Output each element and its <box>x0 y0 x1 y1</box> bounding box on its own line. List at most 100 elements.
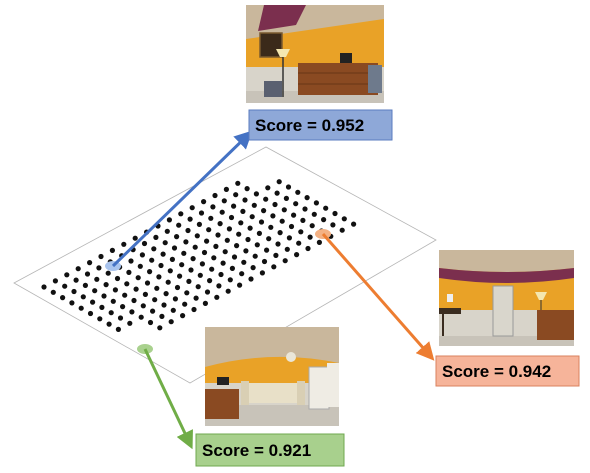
viewpoint-dot <box>211 255 217 261</box>
viewpoint-dot <box>219 209 225 215</box>
viewpoint-dot <box>121 241 127 247</box>
viewpoint-dot <box>228 214 235 221</box>
viewpoint-dot <box>268 224 274 230</box>
viewpoint-dot <box>182 301 188 307</box>
viewpoint-dot <box>158 262 164 269</box>
viewpoint-dot <box>154 285 160 291</box>
viewpoint-dot <box>87 310 94 317</box>
viewpoint-dot <box>309 223 315 229</box>
viewpoint-dot <box>73 277 79 283</box>
viewpoint-dot <box>122 292 128 298</box>
viewpoint-dot <box>277 230 283 236</box>
viewpoint-dot <box>208 215 214 221</box>
viewpoint-dot <box>96 265 102 271</box>
viewpoint-dot <box>233 192 239 198</box>
viewpoint-dot <box>84 271 91 277</box>
viewpoint-dot <box>316 239 322 245</box>
viewpoint-dot <box>78 305 84 311</box>
viewpoint-dot <box>259 270 265 276</box>
viewpoint-dot <box>164 228 170 234</box>
viewpoint-dot <box>218 271 224 278</box>
viewpoint-dot <box>120 304 126 310</box>
viewpoint-dot <box>220 260 226 266</box>
viewpoint-dot <box>62 283 68 289</box>
viewpoint-dot <box>201 199 207 205</box>
viewpoint-dot <box>237 282 243 288</box>
score-box-blue: Score = 0.952 <box>248 109 393 141</box>
viewpoint-dot <box>206 227 212 233</box>
viewpoint-dot <box>147 269 153 275</box>
viewpoint-dot <box>128 258 134 264</box>
viewpoint-dot <box>341 216 347 222</box>
viewpoint-dot <box>127 320 133 326</box>
viewpoint-dot <box>243 248 249 254</box>
viewpoint-dot <box>284 246 290 252</box>
viewpoint-dot <box>126 269 132 275</box>
viewpoint-dot <box>115 326 121 332</box>
viewpoint-dot <box>69 300 75 306</box>
viewpoint-dot <box>291 212 297 218</box>
viewpoint-dot <box>132 235 138 241</box>
viewpoint-dot <box>174 284 181 291</box>
viewpoint-dot <box>112 287 118 293</box>
viewpoint-dot <box>272 201 278 208</box>
viewpoint-dot <box>160 251 166 257</box>
viewpoint-dot <box>285 184 292 190</box>
viewpoint-dot <box>168 319 174 325</box>
viewpoint-dot <box>231 203 237 209</box>
viewpoint-dot <box>204 289 211 295</box>
viewpoint-dot <box>139 252 145 258</box>
viewpoint-dot <box>283 195 289 201</box>
viewpoint-dot <box>161 302 167 308</box>
viewpoint-dot <box>193 295 199 301</box>
viewpoint-dot <box>131 297 137 304</box>
viewpoint-dot <box>188 267 194 273</box>
viewpoint-dot <box>144 280 151 286</box>
viewpoint-dot <box>187 216 193 222</box>
viewpoint-dot <box>204 238 210 244</box>
viewpoint-dot <box>114 275 121 282</box>
viewpoint-dot <box>247 225 253 231</box>
viewpoint-dot <box>106 321 112 327</box>
viewpoint-dot <box>270 213 276 219</box>
viewpoint-dot <box>135 275 141 281</box>
viewpoint-dot <box>251 202 257 208</box>
viewpoint-dot <box>163 291 169 297</box>
viewpoint-dot <box>177 273 183 279</box>
viewpoint-dot <box>332 210 338 217</box>
viewpoint-dot <box>181 250 187 256</box>
viewpoint-dot <box>225 288 231 294</box>
viewpoint-dot <box>171 245 178 251</box>
viewpoint-dot <box>321 217 327 223</box>
viewpoint-dot <box>295 189 301 195</box>
viewpoint-dot <box>239 271 245 277</box>
viewpoint-dot <box>210 204 216 210</box>
viewpoint-dot <box>98 253 104 260</box>
render-thumbnail-blue <box>246 5 384 103</box>
viewpoint-dot <box>202 300 208 306</box>
viewpoint-dot <box>273 252 279 258</box>
viewpoint-dot <box>330 222 336 228</box>
viewpoint-dot <box>271 264 277 270</box>
render-thumbnail-orange <box>439 250 574 346</box>
viewpoint-dot <box>254 242 260 248</box>
viewpoint-dot <box>142 291 148 297</box>
viewpoint-dot <box>241 259 247 265</box>
viewpoint-dot <box>162 240 168 246</box>
viewpoint-dot <box>157 325 163 331</box>
viewpoint-dot <box>215 232 221 238</box>
viewpoint-dot <box>304 195 310 201</box>
viewpoint-dot <box>50 289 56 295</box>
viewpoint-dot <box>60 295 66 301</box>
viewpoint-dot <box>263 196 269 202</box>
viewpoint-dot <box>227 277 233 283</box>
viewpoint-dot <box>296 240 302 246</box>
viewpoint-dot <box>149 257 155 263</box>
viewpoint-dot <box>169 256 175 262</box>
viewpoint-dot <box>97 316 103 322</box>
viewpoint-dot <box>286 235 292 241</box>
viewpoint-dot <box>191 306 197 313</box>
viewpoint-dot <box>167 268 173 274</box>
viewpoint-dot <box>189 205 195 211</box>
viewpoint-dot <box>313 200 319 206</box>
